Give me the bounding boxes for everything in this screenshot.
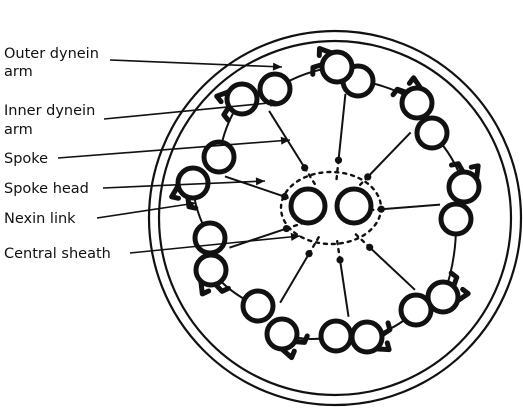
outer-dynein-arm (282, 349, 294, 357)
leader-outer-dynein-arm (110, 60, 282, 67)
b-tubule (195, 223, 225, 253)
label-spoke-head: Spoke head (4, 181, 89, 197)
a-tubule (227, 84, 257, 114)
b-tubule (417, 118, 447, 148)
b-tubule (243, 291, 273, 321)
label-inner-dynein-arm-2: arm (4, 122, 33, 138)
label-outer-dynein-arm-1: Outer dynein (4, 46, 99, 62)
radial-spoke (225, 176, 285, 196)
outer-dynein-arm (172, 186, 179, 198)
inner-dynein-arm (451, 273, 457, 286)
central-singlet-left (291, 189, 325, 223)
radial-spoke (339, 94, 346, 160)
b-tubule (321, 321, 351, 351)
leader-outer-dynein-arm-arrowhead (273, 63, 282, 71)
leader-spoke (58, 140, 290, 158)
a-tubule (322, 52, 352, 82)
radial-spoke (370, 247, 415, 289)
label-central-sheath: Central sheath (4, 246, 111, 262)
label-nexin-link: Nexin link (4, 211, 76, 227)
central-singlet-right (337, 189, 371, 223)
leader-nexin-link (97, 203, 196, 218)
b-tubule (441, 204, 471, 234)
inner-dynein-arm (224, 107, 229, 120)
radial-spoke (381, 205, 440, 210)
inner-dynein-arm (382, 323, 390, 335)
a-tubule (267, 319, 297, 349)
radial-spoke (368, 132, 411, 176)
label-outer-dynein-arm-2: arm (4, 64, 33, 80)
radial-spoke (340, 260, 349, 317)
radial-spoke (280, 254, 309, 303)
b-tubule (260, 74, 290, 104)
spoke-sheath-link (309, 237, 319, 254)
label-spoke: Spoke (4, 151, 48, 167)
leader-spoke-head-arrowhead (256, 177, 265, 185)
label-inner-dynein-arm-1: Inner dynein (4, 103, 95, 119)
spoke-sheath-link (336, 160, 338, 182)
